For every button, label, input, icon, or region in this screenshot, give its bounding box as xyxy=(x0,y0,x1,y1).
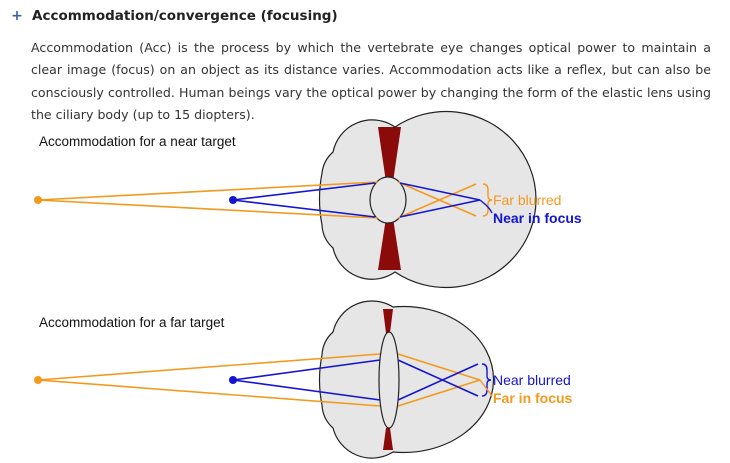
plus-icon[interactable]: + xyxy=(11,8,23,24)
far-near-blurred-label: Near blurred xyxy=(493,372,571,388)
far-target-title: Accommodation for a far target xyxy=(39,315,225,330)
near-far-blurred-label: Far blurred xyxy=(493,192,561,208)
far-target-diagram: Near blurred Far in focus xyxy=(34,300,573,459)
near-ciliary-top xyxy=(378,127,401,182)
far-far-in-focus-label: Far in focus xyxy=(493,390,573,406)
far-eyeball xyxy=(318,300,495,459)
near-blue-rays xyxy=(232,182,481,218)
near-orange-rays xyxy=(37,181,477,219)
far-lens xyxy=(378,331,400,429)
near-near-point xyxy=(229,196,237,204)
description-paragraph: Accommodation (Acc) is the process by wh… xyxy=(31,40,711,122)
section-header[interactable]: + Accommodation/convergence (focusing) xyxy=(10,8,338,24)
near-near-in-focus-label: Near in focus xyxy=(493,210,582,226)
far-ciliary-bottom xyxy=(383,428,393,450)
far-far-point xyxy=(34,376,42,384)
far-orange-bracket xyxy=(479,379,493,397)
near-target-diagram: Far blurred Near in focus xyxy=(34,110,582,289)
near-orange-brace xyxy=(482,183,493,217)
section-title: Accommodation/convergence (focusing) xyxy=(32,8,338,24)
near-target-title: Accommodation for a near target xyxy=(39,134,236,149)
near-far-point xyxy=(34,196,42,204)
near-lens xyxy=(369,176,407,224)
far-ciliary-top xyxy=(383,309,393,333)
near-blue-bracket xyxy=(479,199,493,214)
far-blue-brace xyxy=(481,363,492,397)
far-blue-rays xyxy=(232,359,479,401)
far-near-point xyxy=(229,376,237,384)
near-eyeball xyxy=(318,110,537,289)
far-orange-rays xyxy=(37,353,481,407)
near-ciliary-bottom xyxy=(378,218,401,270)
